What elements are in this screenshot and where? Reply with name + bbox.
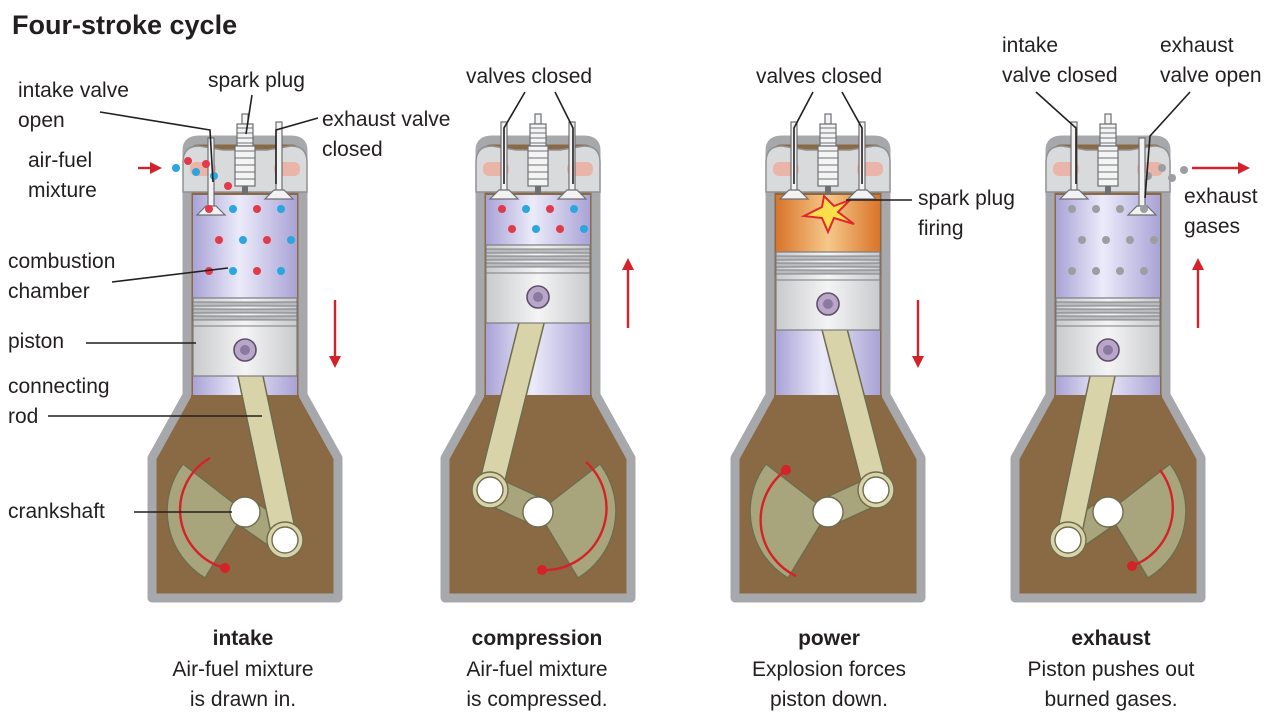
engine-compression bbox=[440, 113, 636, 603]
label-combustion-chamber-line-1: combustion bbox=[8, 250, 115, 273]
piston bbox=[192, 297, 298, 377]
intake-valve bbox=[1058, 121, 1090, 200]
rotation-arrow bbox=[759, 465, 797, 578]
leader-intake-valve bbox=[99, 111, 214, 183]
label-piston: piston bbox=[8, 330, 64, 353]
leader-compression-right bbox=[554, 91, 574, 184]
exhaust-out-dots bbox=[1144, 164, 1188, 182]
rotation-arrow bbox=[1127, 469, 1174, 571]
piston bbox=[485, 244, 591, 324]
leader-exhaust-valve bbox=[275, 117, 319, 184]
stage-name-intake: intake bbox=[213, 627, 274, 650]
engine-exhaust bbox=[1010, 113, 1206, 603]
gas-particles bbox=[1068, 205, 1158, 275]
stage-desc-compression-2: is compressed. bbox=[466, 688, 607, 711]
leader-exhaust-valve-open bbox=[1144, 91, 1191, 199]
connecting-rod bbox=[1049, 337, 1121, 559]
leader-intake-valve-closed bbox=[1035, 91, 1077, 184]
intake-flow-arrow bbox=[138, 162, 162, 174]
piston-up-arrow bbox=[1192, 258, 1204, 328]
leader-compression-left bbox=[503, 91, 526, 184]
piston-down-arrow bbox=[912, 300, 924, 368]
exhaust-flow-arrow bbox=[1192, 162, 1250, 174]
crank-hub bbox=[1092, 496, 1124, 528]
spark-plug bbox=[1097, 113, 1119, 194]
label-combustion-chamber-line-2: chamber bbox=[8, 280, 90, 303]
crankcase-top bbox=[774, 395, 882, 401]
stage-desc-power-1: Explosion forces bbox=[752, 658, 906, 681]
spark-burst bbox=[800, 193, 855, 235]
exhaust-valve bbox=[263, 121, 295, 200]
label-air-fuel-mixture-line-1: air-fuel bbox=[28, 149, 92, 172]
label-intake-valve-closed-line-2: valve closed bbox=[1002, 64, 1118, 87]
piston-up-arrow bbox=[622, 258, 634, 328]
stage-desc-exhaust-1: Piston pushes out bbox=[1028, 658, 1195, 681]
stage-desc-exhaust-2: burned gases. bbox=[1044, 688, 1177, 711]
label-exhaust-gases-line-2: gases bbox=[1184, 215, 1240, 238]
leader-power-right bbox=[841, 91, 863, 184]
connecting-rod bbox=[471, 284, 551, 509]
crank-hub bbox=[812, 496, 844, 528]
spark-plug bbox=[234, 113, 256, 194]
combustion-chamber bbox=[486, 195, 590, 245]
connecting-rod bbox=[232, 337, 304, 559]
crank-hub bbox=[522, 496, 554, 528]
connecting-rod bbox=[815, 291, 895, 509]
label-exhaust-valve-open-line-2: valve open bbox=[1160, 64, 1262, 87]
label-intake-valve-closed-line-1: intake bbox=[1002, 34, 1058, 57]
label-spark-plug: spark plug bbox=[208, 69, 305, 92]
stage-desc-compression-1: Air-fuel mixture bbox=[466, 658, 607, 681]
spark-plug bbox=[817, 113, 839, 194]
piston bbox=[775, 251, 881, 331]
label-exhaust-valve-closed-line-1: exhaust valve bbox=[322, 108, 450, 131]
label-exhaust-gases-line-1: exhaust bbox=[1184, 185, 1258, 208]
label-spark-plug-firing-line-1: spark plug bbox=[918, 187, 1015, 210]
spark-plug bbox=[527, 113, 549, 194]
engine-diagrams bbox=[138, 113, 1250, 603]
callout-labels: intake valve open spark plug exhaust valve c… bbox=[8, 34, 1262, 523]
label-intake-valve-open-line-1: intake valve bbox=[18, 79, 129, 102]
label-connecting-rod-line-1: connecting bbox=[8, 375, 110, 398]
engine-power bbox=[730, 113, 926, 603]
label-spark-plug-firing-line-2: firing bbox=[918, 217, 964, 240]
label-connecting-rod-line-2: rod bbox=[8, 405, 38, 428]
stage-desc-power-2: piston down. bbox=[770, 688, 888, 711]
rotation-arrow bbox=[537, 461, 608, 575]
leader-combustion-chamber bbox=[111, 267, 229, 283]
label-valves-closed-power: valves closed bbox=[756, 65, 882, 88]
label-intake-valve-open-line-2: open bbox=[18, 109, 65, 132]
label-exhaust-valve-closed-line-2: closed bbox=[322, 138, 383, 161]
stage-desc-intake-1: Air-fuel mixture bbox=[172, 658, 313, 681]
gas-particles bbox=[498, 205, 588, 233]
stage-name-exhaust: exhaust bbox=[1071, 627, 1150, 650]
stage-name-compression: compression bbox=[472, 627, 603, 650]
engine-intake bbox=[147, 113, 343, 603]
leader-spark-plug bbox=[245, 94, 253, 135]
leader-power-left bbox=[793, 91, 814, 184]
label-exhaust-valve-open-line-1: exhaust bbox=[1160, 34, 1234, 57]
piston bbox=[1055, 297, 1161, 377]
rotation-arrow bbox=[178, 456, 230, 573]
crankcase-top bbox=[484, 395, 592, 401]
stage-name-power: power bbox=[798, 627, 860, 650]
exhaust-valve bbox=[556, 121, 588, 200]
diagram-title: Four-stroke cycle bbox=[12, 10, 237, 40]
label-crankshaft: crankshaft bbox=[8, 500, 105, 523]
piston-down-arrow bbox=[329, 300, 341, 368]
stage-desc-intake-2: is drawn in. bbox=[190, 688, 296, 711]
label-air-fuel-mixture-line-2: mixture bbox=[28, 179, 97, 202]
label-valves-closed-compression: valves closed bbox=[466, 65, 592, 88]
crank-hub bbox=[229, 496, 261, 528]
